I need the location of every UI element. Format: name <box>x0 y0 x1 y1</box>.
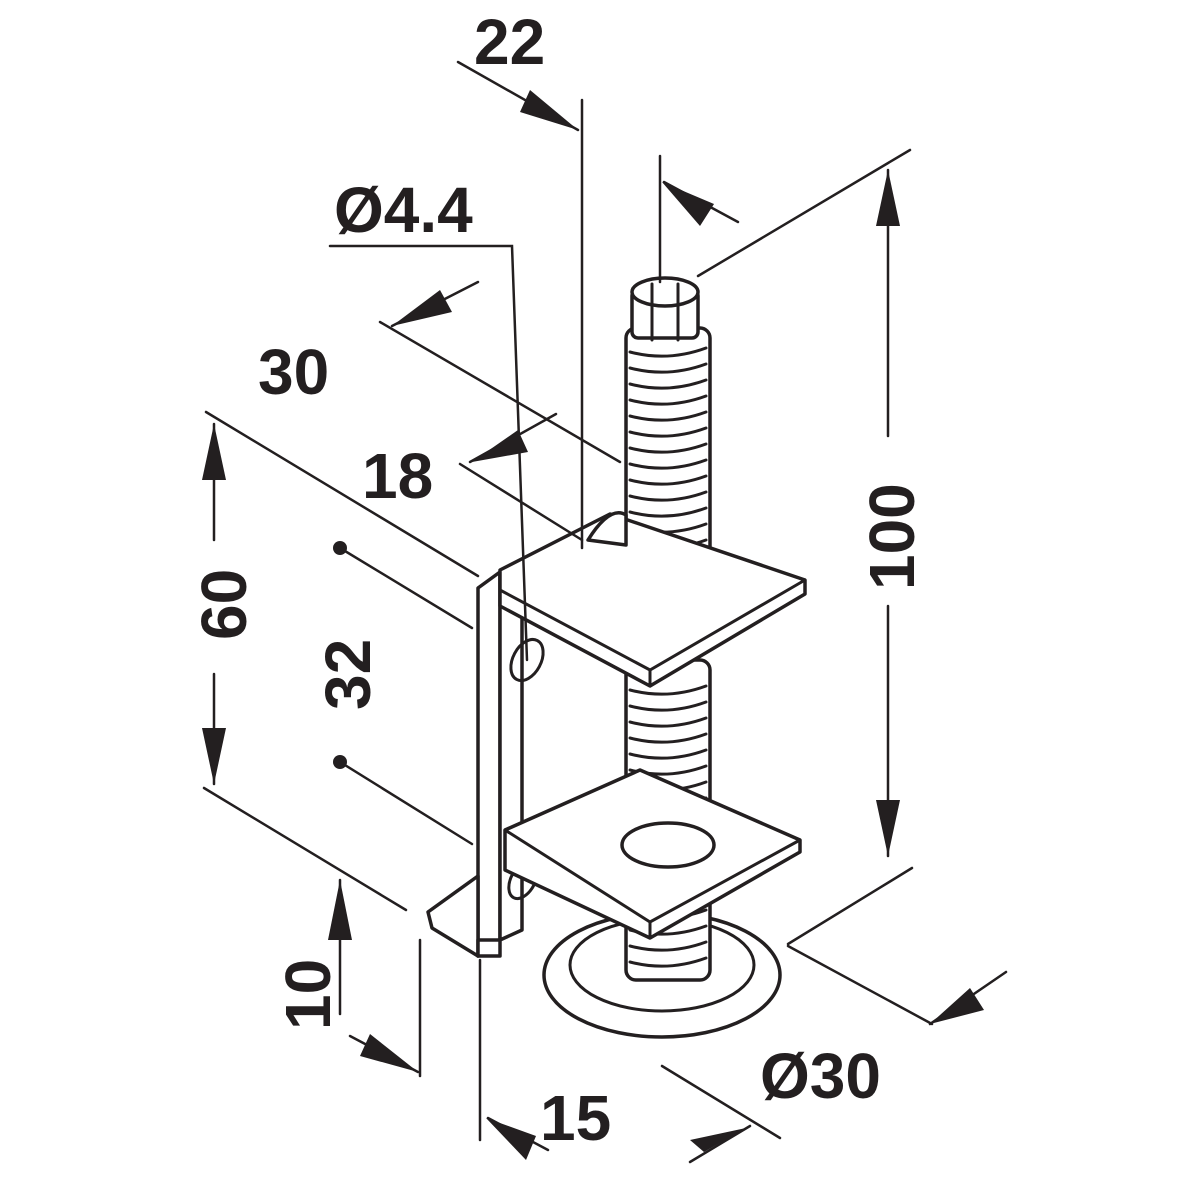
dimension-labels: 22 Ø4.4 30 18 60 32 100 10 15 Ø30 <box>188 6 928 1154</box>
thread-line <box>628 394 708 406</box>
dim-label-10: 10 <box>272 959 344 1030</box>
thread-line <box>628 474 708 486</box>
thread-line <box>628 362 708 374</box>
dim-label-30: 30 <box>258 336 329 408</box>
thread-line <box>628 346 708 358</box>
thread-line <box>628 700 708 712</box>
thread-line <box>628 410 708 422</box>
dim-label-diameter-30: Ø30 <box>760 1040 881 1112</box>
bracket-bottom-flange <box>426 874 480 958</box>
dim-label-diameter-4-4: Ø4.4 <box>334 174 473 246</box>
dim-label-32: 32 <box>312 639 384 710</box>
dim-label-18: 18 <box>362 440 433 512</box>
dim-label-100: 100 <box>856 483 928 590</box>
thread-line <box>628 748 708 760</box>
thread-line <box>628 426 708 438</box>
thread-line <box>628 378 708 390</box>
thread-line <box>628 716 708 728</box>
thread-line <box>628 956 708 968</box>
bracket-bottom-flange-edge <box>476 938 502 958</box>
dim-label-15: 15 <box>540 1082 611 1154</box>
rod-slotted-tip <box>630 276 700 342</box>
thread-line <box>628 732 708 744</box>
thread-line <box>628 940 708 952</box>
thread-line <box>628 506 708 518</box>
thread-line <box>628 458 708 470</box>
upper-plate <box>498 511 807 688</box>
thread-line <box>628 684 708 696</box>
lower-plate <box>503 768 802 940</box>
dim-label-60: 60 <box>188 569 260 640</box>
thread-line <box>628 442 708 454</box>
thread-line <box>628 490 708 502</box>
mounting-hole-upper <box>509 637 545 683</box>
dimension-lines <box>202 60 1008 1164</box>
leveling-bracket-part <box>426 276 807 1039</box>
dim-label-22: 22 <box>474 6 545 78</box>
